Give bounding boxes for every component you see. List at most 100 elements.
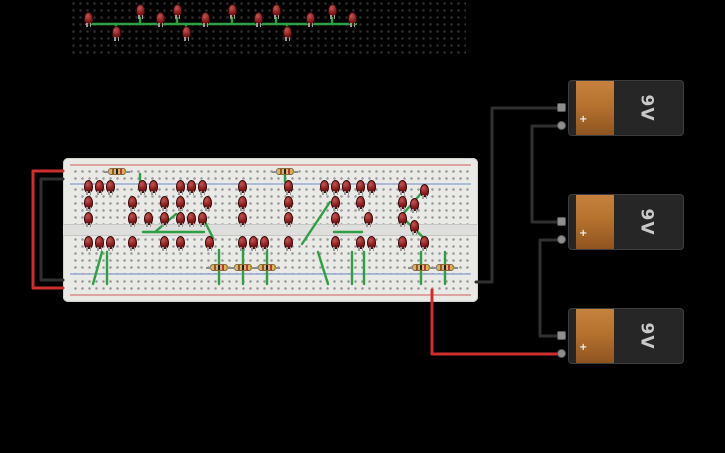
led[interactable] xyxy=(398,196,407,211)
resistor[interactable] xyxy=(104,168,130,175)
battery-negative-terminal[interactable] xyxy=(557,331,566,340)
red-wire-battery3-to-board[interactable] xyxy=(430,288,560,356)
led[interactable] xyxy=(328,4,337,19)
led[interactable] xyxy=(331,212,340,227)
led[interactable] xyxy=(364,212,373,227)
resistor[interactable] xyxy=(272,168,298,175)
resistor[interactable] xyxy=(254,264,280,271)
led[interactable] xyxy=(284,212,293,227)
led[interactable] xyxy=(367,236,376,251)
led[interactable] xyxy=(249,236,258,251)
led[interactable] xyxy=(84,236,93,251)
battery-9v[interactable]: +9V xyxy=(557,80,684,136)
black-wire-battery1-to-battery2[interactable] xyxy=(530,124,560,224)
led[interactable] xyxy=(205,236,214,251)
led[interactable] xyxy=(84,12,93,27)
breadboard-top-rail-red-line xyxy=(70,164,471,166)
led[interactable] xyxy=(106,236,115,251)
green-jumper-wire[interactable] xyxy=(300,200,332,246)
led[interactable] xyxy=(238,180,247,195)
led[interactable] xyxy=(306,12,315,27)
led[interactable] xyxy=(284,196,293,211)
battery-negative-terminal[interactable] xyxy=(557,217,566,226)
battery-9v[interactable]: +9V xyxy=(557,308,684,364)
led[interactable] xyxy=(398,236,407,251)
led[interactable] xyxy=(398,212,407,227)
led[interactable] xyxy=(149,180,158,195)
led[interactable] xyxy=(84,196,93,211)
led[interactable] xyxy=(136,4,145,19)
battery-positive-terminal[interactable] xyxy=(557,121,566,130)
led[interactable] xyxy=(176,180,185,195)
led[interactable] xyxy=(238,196,247,211)
green-jumper-wire[interactable] xyxy=(316,250,330,286)
battery-negative-terminal[interactable] xyxy=(557,103,566,112)
resistor[interactable] xyxy=(408,264,434,271)
led[interactable] xyxy=(156,12,165,27)
led[interactable] xyxy=(160,236,169,251)
led[interactable] xyxy=(95,180,104,195)
led[interactable] xyxy=(260,236,269,251)
resistor[interactable] xyxy=(432,264,458,271)
black-wire-battery2-to-battery3[interactable] xyxy=(538,238,560,338)
led[interactable] xyxy=(367,180,376,195)
led[interactable] xyxy=(238,236,247,251)
led[interactable] xyxy=(95,236,104,251)
led[interactable] xyxy=(420,236,429,251)
green-jumper-wire[interactable] xyxy=(91,250,104,286)
led[interactable] xyxy=(160,212,169,227)
led[interactable] xyxy=(356,196,365,211)
led[interactable] xyxy=(201,12,210,27)
led[interactable] xyxy=(128,212,137,227)
red-wire-left-loop[interactable] xyxy=(31,169,65,290)
led[interactable] xyxy=(84,180,93,195)
resistor[interactable] xyxy=(206,264,232,271)
led[interactable] xyxy=(182,26,191,41)
led[interactable] xyxy=(356,236,365,251)
black-wire-board-to-battery1[interactable] xyxy=(474,106,560,284)
black-wire-left-loop[interactable] xyxy=(39,177,65,282)
led[interactable] xyxy=(410,198,419,213)
resistor[interactable] xyxy=(230,264,256,271)
led[interactable] xyxy=(198,212,207,227)
battery-positive-terminal[interactable] xyxy=(557,349,566,358)
led[interactable] xyxy=(144,212,153,227)
led[interactable] xyxy=(128,196,137,211)
led[interactable] xyxy=(284,236,293,251)
led[interactable] xyxy=(138,180,147,195)
led[interactable] xyxy=(420,184,429,199)
led[interactable] xyxy=(342,180,351,195)
led[interactable] xyxy=(284,180,293,195)
led[interactable] xyxy=(228,4,237,19)
led[interactable] xyxy=(112,26,121,41)
led[interactable] xyxy=(410,220,419,235)
led[interactable] xyxy=(187,212,196,227)
led[interactable] xyxy=(238,212,247,227)
battery-9v[interactable]: +9V xyxy=(557,194,684,250)
battery-plus-sign: + xyxy=(579,228,588,239)
led[interactable] xyxy=(160,196,169,211)
led[interactable] xyxy=(84,212,93,227)
led[interactable] xyxy=(320,180,329,195)
led[interactable] xyxy=(398,180,407,195)
led[interactable] xyxy=(173,4,182,19)
led[interactable] xyxy=(331,196,340,211)
led[interactable] xyxy=(203,196,212,211)
led[interactable] xyxy=(128,236,137,251)
led[interactable] xyxy=(187,180,196,195)
led[interactable] xyxy=(356,180,365,195)
led[interactable] xyxy=(331,180,340,195)
led[interactable] xyxy=(106,180,115,195)
led[interactable] xyxy=(176,212,185,227)
battery-positive-terminal[interactable] xyxy=(557,235,566,244)
led[interactable] xyxy=(176,196,185,211)
led[interactable] xyxy=(176,236,185,251)
led[interactable] xyxy=(198,180,207,195)
led[interactable] xyxy=(283,26,292,41)
led[interactable] xyxy=(331,236,340,251)
led[interactable] xyxy=(254,12,263,27)
led[interactable] xyxy=(272,4,281,19)
breadboard-bottom-rail-red-line xyxy=(70,294,471,296)
led[interactable] xyxy=(348,12,357,27)
